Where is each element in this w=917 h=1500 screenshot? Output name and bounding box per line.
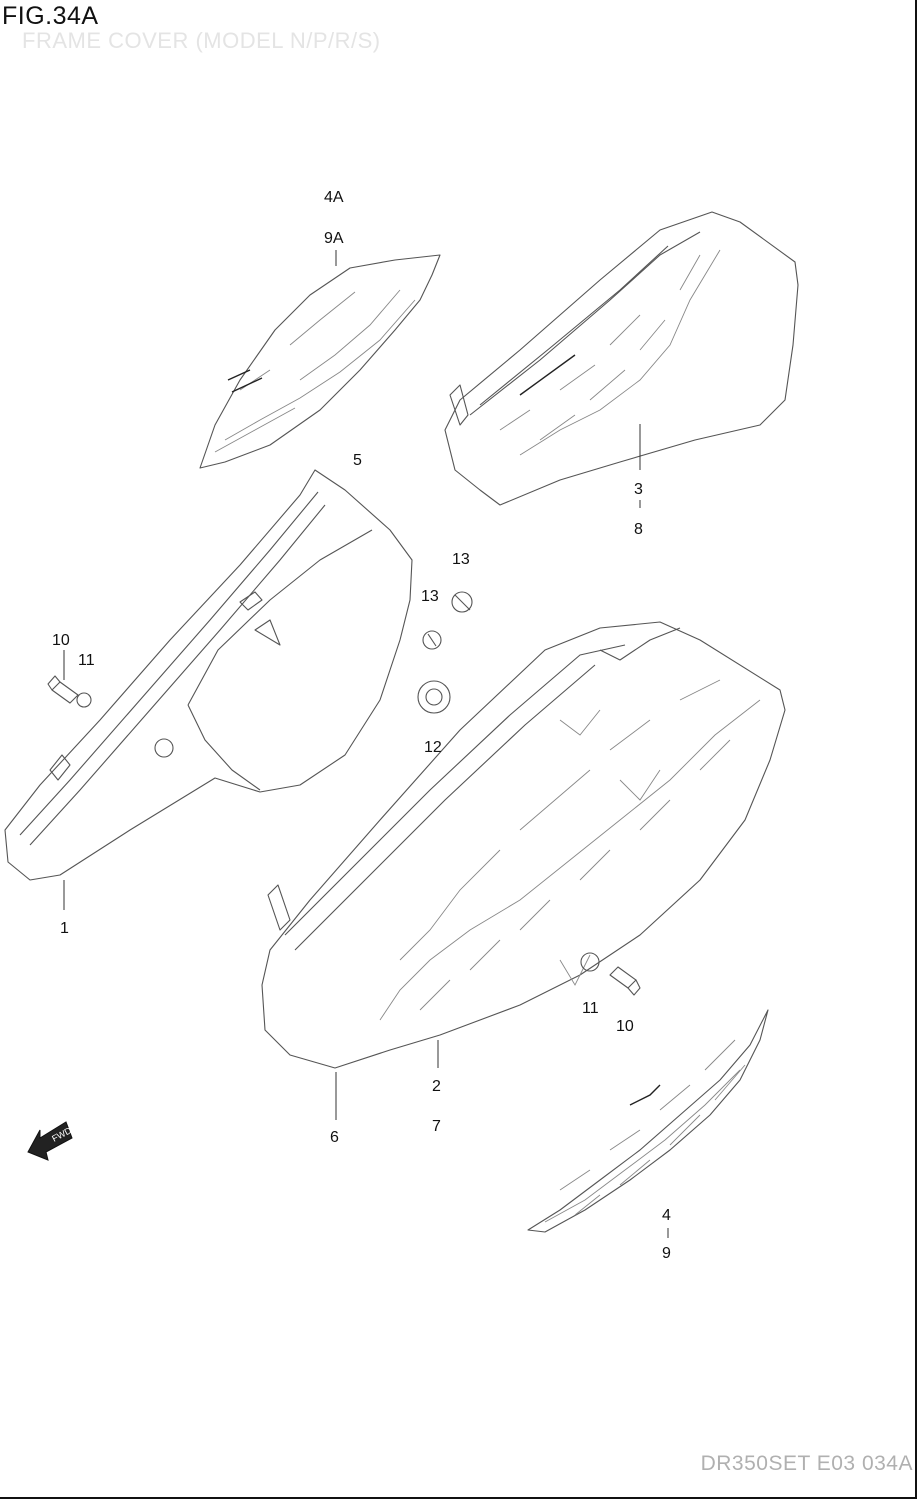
grommet-13-lower <box>422 630 442 650</box>
callout-8: 8 <box>634 521 643 538</box>
callout-4a: 4A <box>324 189 344 206</box>
decal-4a <box>199 254 441 469</box>
callout-9a: 9A <box>324 230 344 247</box>
screw-10-washer-11-right <box>609 966 641 996</box>
fwd-arrow-icon: FWD <box>27 1121 73 1161</box>
callout-13-lower: 13 <box>421 588 439 605</box>
frame-cover-2 <box>261 621 786 1069</box>
figure-subtitle: FRAME COVER (MODEL N/P/R/S) <box>22 28 381 53</box>
grommet-13-upper <box>451 591 473 613</box>
frame-cover-3 <box>444 211 799 506</box>
screw-10-washer-11-left <box>47 675 92 708</box>
frame-cover-1 <box>4 469 413 881</box>
callout-9: 9 <box>662 1245 671 1262</box>
callouts: 4A 9A 3 8 5 13 13 10 11 12 1 11 10 2 7 6… <box>52 189 671 1262</box>
decal-4 <box>527 1009 769 1233</box>
drawing-code: DR350SET E03 034A <box>700 1452 913 1475</box>
leader-lines <box>63 250 669 1238</box>
callout-10-left: 10 <box>52 632 70 649</box>
callout-3: 3 <box>634 481 643 498</box>
callout-1: 1 <box>60 920 69 937</box>
callout-4: 4 <box>662 1207 671 1224</box>
figure-title: FIG.34A <box>2 2 99 30</box>
callout-5: 5 <box>353 452 362 469</box>
callout-11-right: 11 <box>582 1000 599 1017</box>
callout-2: 2 <box>432 1078 441 1095</box>
callout-7: 7 <box>432 1118 441 1135</box>
callout-11-left: 11 <box>78 652 95 669</box>
callout-10-right: 10 <box>616 1018 634 1035</box>
callout-6: 6 <box>330 1129 339 1146</box>
callout-13-upper: 13 <box>452 551 470 568</box>
callout-12: 12 <box>424 739 442 756</box>
grommet-12 <box>417 680 451 714</box>
